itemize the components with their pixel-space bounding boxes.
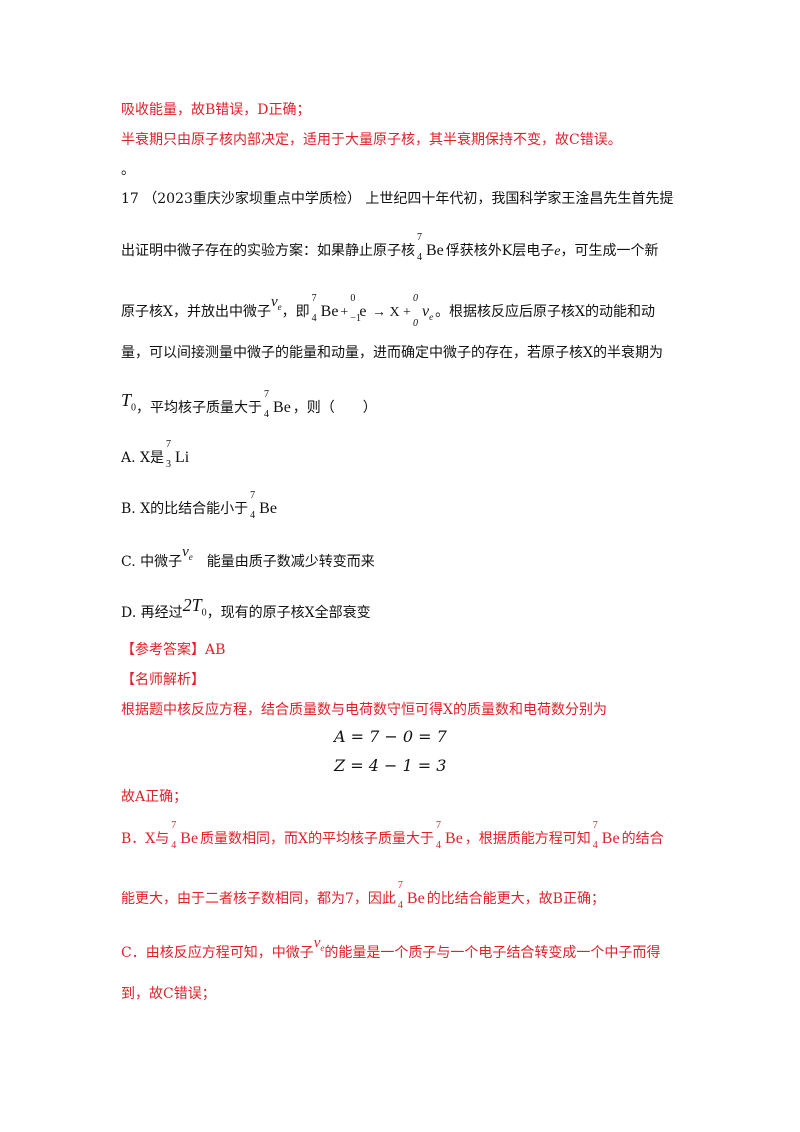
text-line: 半衰期只由原子核内部决定，适用于大量原子核，其半衰期保持不变，故C错误。 [121,132,622,148]
text: 出证明中微子存在的实验方案：如果静止原子核 [121,243,415,259]
equation-charge-number: Z = 4 − 1 = 3 [334,756,447,775]
text: 原子核X，并放出中微子 [121,304,271,320]
text: C．由核反应方程可知，中微子 [121,945,314,961]
text: ，平均核子质量大于 [136,400,263,416]
two-half-lives-symbol: 2T0 [182,595,207,619]
option-c[interactable]: C. 中微子νe 能量由质子数减少转变而来 [121,544,375,577]
text: A. X是 [121,450,164,466]
text: ，则（ ） [292,400,377,416]
text: 的结合 [621,831,664,847]
half-life-symbol: T0 [121,390,137,414]
explanation-line: 根据题中核反应方程，结合质量数与电荷数守恒可得X的质量数和电荷数分别为 [121,702,607,718]
text: 能量由质子数减少转变而来 [192,554,375,570]
text-line: 吸收能量，故B错误，D正确； [121,102,311,118]
neutrino-symbol: νe [182,544,193,562]
text: D. 再经过 [121,605,183,621]
text: ，即 [281,304,310,320]
neutrino-symbol: νe [270,294,282,312]
text: B．X与 [121,831,170,847]
option-d[interactable]: D. 再经过2T0，现有的原子核X全部衰变 [121,595,371,630]
neutrino-symbol: νe [313,935,325,953]
text-line: 。 [121,162,135,178]
explanation-line: 故A正确； [121,789,188,805]
electron-symbol: e [554,244,561,259]
answer-label: 【参考答案】AB [121,642,226,658]
question-header: 17 （2023重庆沙家坝重点中学质检） 上世纪四十年代初，我国科学家王淦昌先生… [121,191,674,207]
text: ，现有的原子核X全部衰变 [206,605,371,621]
analysis-label: 【名师解析】 [121,672,205,688]
text: ，可生成一个新 [560,243,659,259]
text: 。根据核反应后原子核X的动能和动 [435,304,656,320]
text: ，根据质能方程可知 [464,831,591,847]
explanation-line: 到，故C错误； [121,986,216,1002]
text: 的能量是一个质子与一个电子结合转变成一个中子而得 [324,945,661,961]
text: C. 中微子 [121,554,183,570]
text: 质量数相同，而X的平均核子质量大于 [200,831,435,847]
equation-mass-number: A = 7 − 0 = 7 [334,727,447,746]
question-line: 量，可以间接测量中微子的能量和动量，进而确定中微子的存在，若原子核X的半衰期为 [121,345,663,361]
text: B. X的比结合能小于 [121,501,249,517]
text: 的比结合能更大，故B正确； [426,891,605,907]
text: 俘获核外K层电子 [445,243,555,259]
text: 能更大，由于二者核子数相同，都为7，因此 [121,891,396,907]
explanation-line: C．由核反应方程可知，中微子νe的能量是一个质子与一个电子结合转变成一个中子而得 [121,935,661,968]
